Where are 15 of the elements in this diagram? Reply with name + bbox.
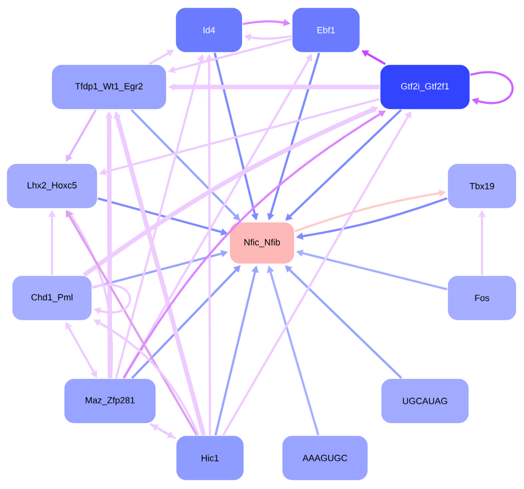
gene-box: UGCAUAG xyxy=(380,378,470,424)
gene-box: Tfdp1_Wt1_Egr2 xyxy=(51,64,167,110)
gene-box: Maz_Zfp281 xyxy=(64,378,156,424)
gene-box: Lhx2_Hoxc5 xyxy=(6,163,98,209)
gene-box: AAAGUGC xyxy=(282,435,368,481)
gene-box: Nfic_Nfib xyxy=(229,222,295,264)
arrow xyxy=(92,284,132,315)
arrow xyxy=(470,71,514,105)
gene-box: Chd1_Pml xyxy=(12,275,92,321)
gene-box: Id4 xyxy=(175,7,243,53)
gene-box: Ebf1 xyxy=(292,7,360,53)
gene-box: Tbx19 xyxy=(447,163,517,209)
gene-box: Hic1 xyxy=(176,435,244,481)
gene-box: Gtf2i_Gtf2f1 xyxy=(380,64,470,110)
gene-box: Fos xyxy=(447,275,517,321)
